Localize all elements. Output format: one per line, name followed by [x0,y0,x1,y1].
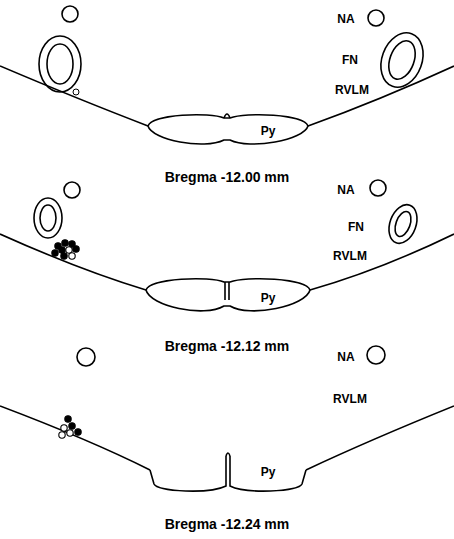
region-label: FN [348,221,364,233]
section-caption: Bregma -12.00 mm [165,170,290,184]
ventral-surface [0,406,150,470]
section-bregma-12-24 [0,346,454,491]
na-circle [367,346,385,364]
region-label: RVLM [333,393,367,405]
midline [226,453,230,456]
pyramid [148,115,308,144]
fn-oval [40,205,56,231]
na-circle [368,10,384,26]
fn-oval [384,37,420,83]
ventral-surface [306,406,454,470]
pyramid [150,456,306,491]
fn-oval [384,201,422,247]
section-caption: Bregma -12.24 mm [165,517,290,531]
section-bregma-12-00 [0,6,454,144]
injection-sites [52,240,79,259]
fn-oval [374,27,431,93]
region-label: Py [261,466,276,478]
region-label: NA [337,184,354,196]
pyramid [146,279,310,311]
injection-sites [59,416,81,438]
fn-oval [39,36,81,92]
region-label: RVLM [333,250,367,262]
fn-oval [392,209,414,238]
region-label: Py [261,292,276,304]
na-circle [64,182,80,198]
ventral-surface [0,66,148,126]
region-label: NA [337,351,354,363]
region-label: NA [337,13,354,25]
region-label: RVLM [335,84,369,96]
na-circle [77,348,95,366]
ventral-surface [0,234,146,290]
ventral-surface [308,66,454,126]
midline [225,282,229,300]
na-circle [370,180,386,196]
midline [224,114,230,118]
section-bregma-12-12 [0,180,454,311]
na-circle [62,6,78,22]
ventral-surface [310,234,454,290]
section-caption: Bregma -12.12 mm [165,339,290,353]
fn-oval [47,44,73,84]
fn-oval [34,198,62,238]
site-dot [73,89,79,95]
region-label: FN [342,54,358,66]
region-label: Py [261,125,276,137]
